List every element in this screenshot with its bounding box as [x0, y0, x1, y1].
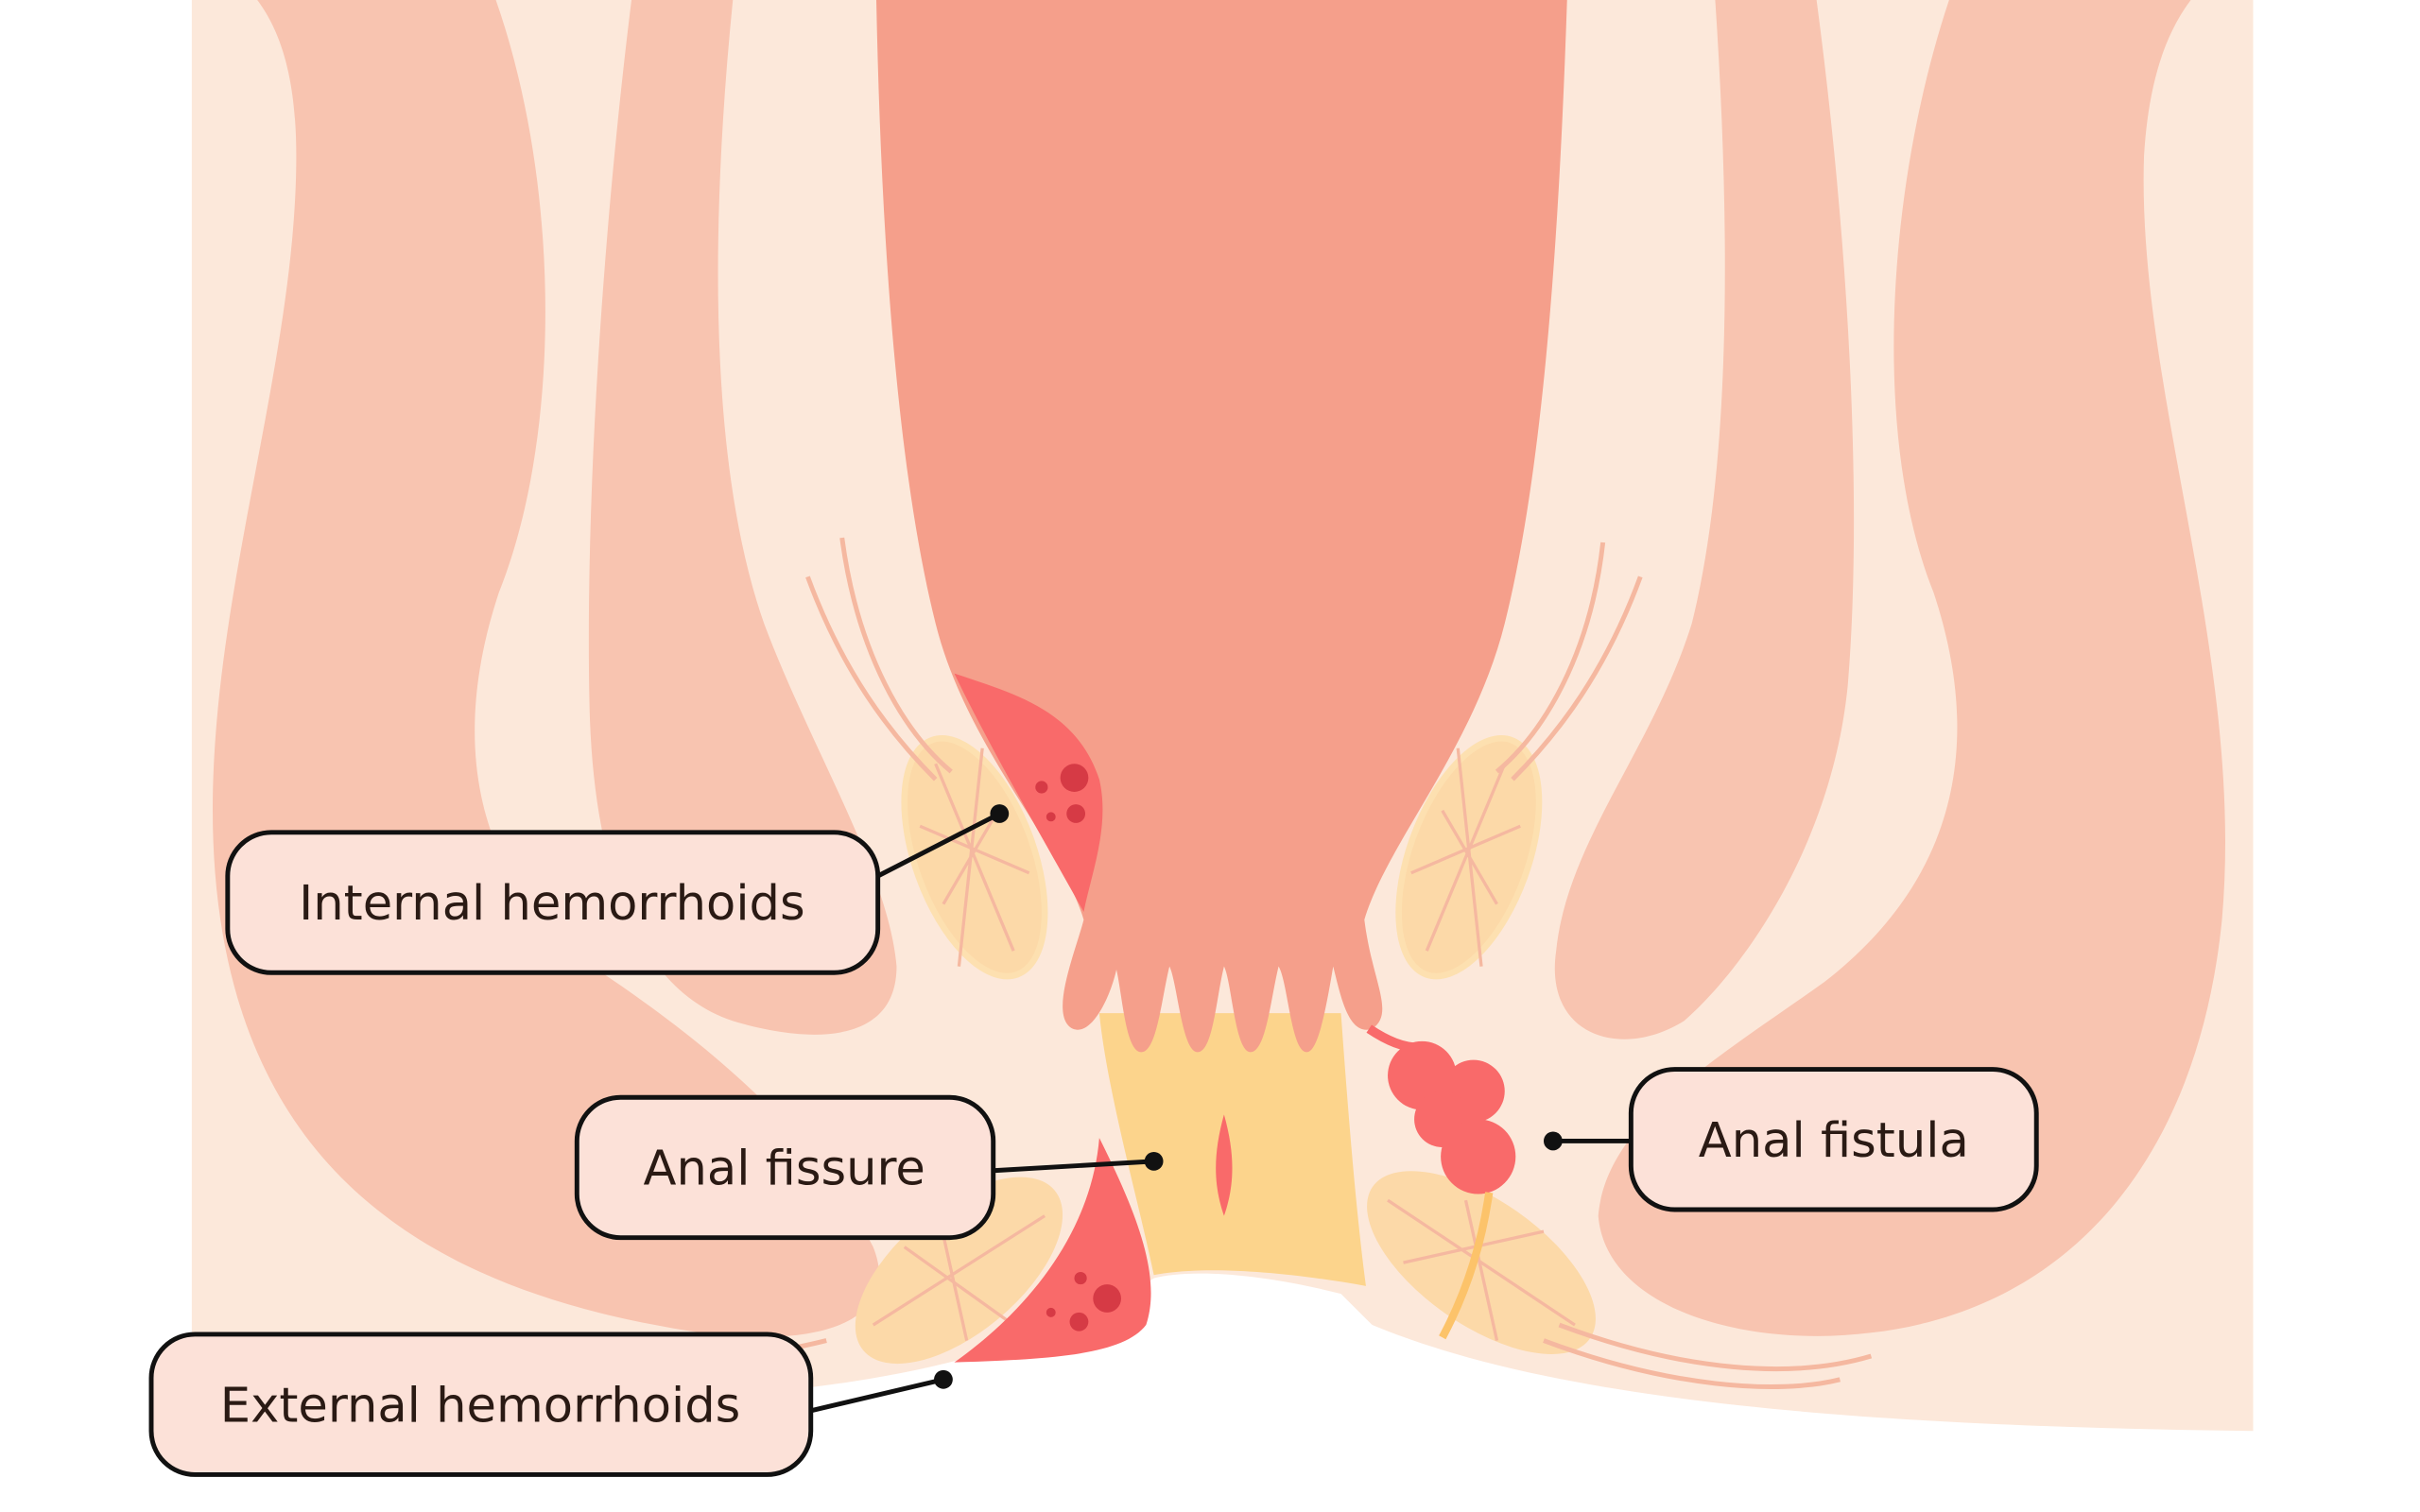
left-levator-muscle — [213, 0, 880, 1337]
callout-internal-hemorrhoids: Internal hemorrhoids — [225, 804, 1010, 975]
callout-anal-fissure: Anal fissure — [574, 1094, 1164, 1241]
callout-anal-fistula: Anal fistula — [1543, 1067, 2039, 1212]
callout-external-hemorrhoids: External hemorrhoids — [148, 1332, 953, 1477]
left-inner-muscle — [588, 0, 897, 1035]
left-upper-sphincter — [901, 735, 1048, 980]
label-anal-fistula: Anal fistula — [1699, 1113, 1969, 1169]
label-anal-fissure: Anal fissure — [643, 1142, 925, 1197]
label-internal-hemorrhoids: Internal hemorrhoids — [299, 876, 804, 932]
anal-fistula-lesion — [1366, 1024, 1516, 1340]
right-inner-muscle — [1554, 0, 1855, 1040]
anal-canal — [1098, 1013, 1366, 1286]
nerve-lines-left — [805, 537, 953, 782]
internal-hemorrhoid — [954, 673, 1103, 912]
right-levator-muscle — [1598, 0, 2225, 1336]
nerve-lines-right — [1495, 541, 1643, 782]
right-upper-sphincter — [1395, 735, 1543, 980]
right-lower-sphincter — [1367, 1171, 1596, 1354]
anal-fissure-lesion — [1216, 1114, 1233, 1216]
label-external-hemorrhoids: External hemorrhoids — [220, 1378, 741, 1434]
